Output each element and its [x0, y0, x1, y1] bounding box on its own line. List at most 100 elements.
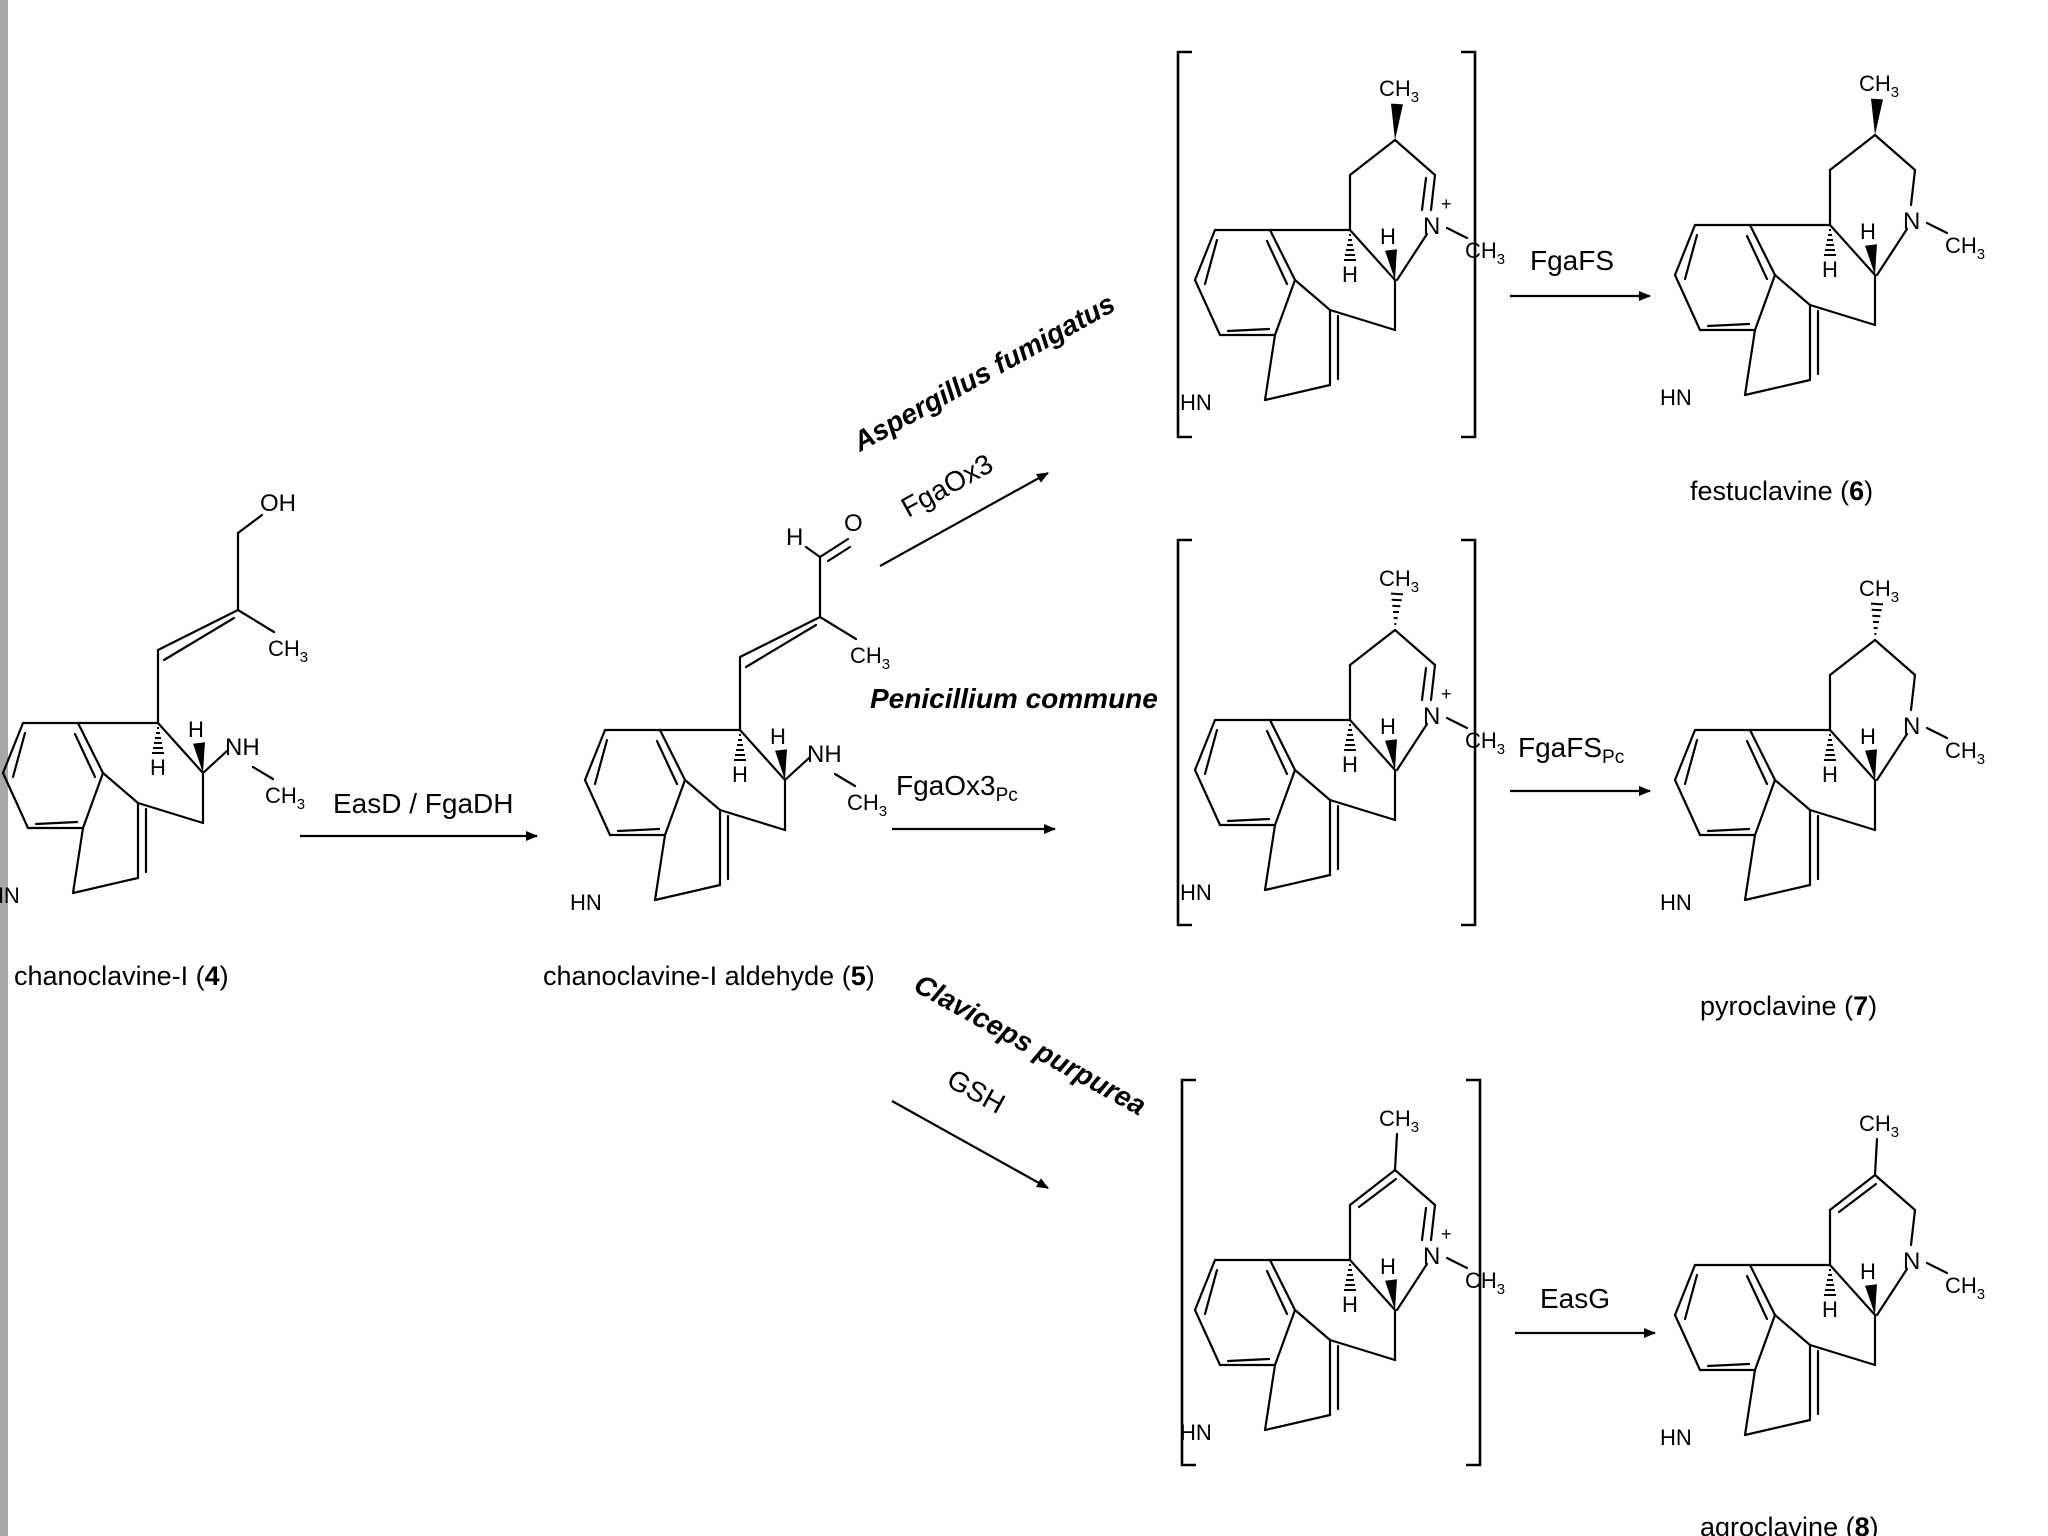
bond: [1268, 228, 1297, 282]
bond: [1203, 728, 1219, 776]
bond: [1193, 278, 1222, 337]
wedge-h-bond: [1385, 739, 1397, 770]
bond: [1745, 1274, 1769, 1321]
bond: [1420, 176, 1428, 212]
bracket-left: [1180, 1078, 1196, 1467]
bracket-right: [1461, 50, 1477, 439]
bond: [1265, 1269, 1289, 1316]
bond: [76, 721, 105, 775]
n-methyl-label: CH3: [1465, 728, 1505, 758]
bond: [593, 738, 609, 786]
bond: [1, 771, 30, 830]
atom-h: H: [732, 762, 748, 787]
atom-n: N: [1423, 703, 1440, 730]
atom-nh: NH: [225, 734, 260, 761]
bond: [1393, 138, 1437, 177]
atom-n: N: [1903, 1248, 1920, 1275]
bond: [1706, 322, 1751, 328]
bond: [1348, 1168, 1397, 1207]
bond: [583, 778, 612, 837]
hashed-methyl-bond: [1390, 592, 1404, 626]
charge-plus: +: [1441, 194, 1452, 214]
bond: [1395, 232, 1429, 282]
bond: [1748, 1263, 1777, 1317]
bond: [1429, 173, 1437, 212]
atom-hn: HN: [1660, 890, 1692, 915]
bond: [1263, 1413, 1332, 1432]
bond: [1909, 1208, 1917, 1247]
bond: [1925, 1261, 1949, 1275]
organism-label-penicillium: Penicillium commune: [870, 683, 1158, 714]
bond: [1925, 726, 1949, 740]
atom-hn: HN: [1180, 880, 1212, 905]
bond: [1226, 327, 1271, 333]
bond: [1683, 233, 1699, 281]
bond: [1268, 1258, 1297, 1312]
bond: [1748, 223, 1777, 277]
hashed-h-bond: [1344, 724, 1356, 751]
atom-h: H: [150, 755, 166, 780]
bond: [11, 731, 27, 779]
bond: [201, 749, 229, 775]
bond: [1753, 778, 1777, 837]
methyl-label: CH3: [850, 643, 890, 673]
atom-h: H: [188, 717, 204, 742]
bond: [744, 623, 818, 669]
bond: [1193, 228, 1217, 282]
methyl-label: CH3: [1379, 1106, 1419, 1136]
bond: [1909, 673, 1917, 712]
bond: [156, 608, 240, 652]
hashed-h-bond: [1824, 229, 1836, 256]
bond: [1873, 1137, 1879, 1177]
bond: [236, 608, 276, 634]
bond: [1420, 666, 1428, 702]
bond: [1328, 308, 1397, 332]
atom-h: H: [1860, 219, 1876, 244]
atom-n: N: [1423, 1243, 1440, 1270]
bond: [71, 826, 85, 895]
bond: [1293, 1308, 1332, 1342]
bond: [1743, 378, 1812, 397]
bond: [616, 827, 661, 833]
bond: [1395, 722, 1429, 772]
bond: [1828, 728, 1877, 782]
bond: [1909, 168, 1917, 207]
hashed-h-bond: [1344, 234, 1356, 261]
bond: [71, 876, 140, 895]
bond: [718, 808, 787, 832]
atom-n: N: [1423, 213, 1440, 240]
bond: [583, 728, 607, 782]
arrow-aspergillus: [879, 472, 1049, 567]
bond: [1828, 133, 1877, 172]
atom-oh: OH: [260, 490, 296, 517]
bond: [653, 883, 722, 902]
bond: [1673, 1313, 1702, 1372]
bond: [1273, 768, 1297, 827]
bond: [1773, 778, 1812, 812]
bond: [73, 732, 97, 779]
bond: [653, 833, 667, 902]
bond: [1348, 1258, 1397, 1312]
n-methyl-label: CH3: [1465, 1268, 1505, 1298]
atom-h: H: [1860, 1259, 1876, 1284]
methyl-label: CH3: [1859, 576, 1899, 606]
atom-h: H: [1342, 752, 1358, 777]
bond: [1808, 303, 1877, 327]
hashed-methyl-bond: [1870, 602, 1884, 636]
bond: [1393, 1168, 1437, 1207]
enzyme-label-fgaox3-pc: FgaOx3Pc: [896, 770, 1018, 806]
enzyme-label-easg: EasG: [1540, 1283, 1610, 1314]
bond: [658, 728, 687, 782]
bond: [1263, 1363, 1277, 1432]
bond: [1265, 239, 1289, 286]
bond: [1748, 728, 1777, 782]
bond: [683, 778, 722, 812]
bond: [251, 765, 275, 781]
bond: [1429, 663, 1437, 702]
